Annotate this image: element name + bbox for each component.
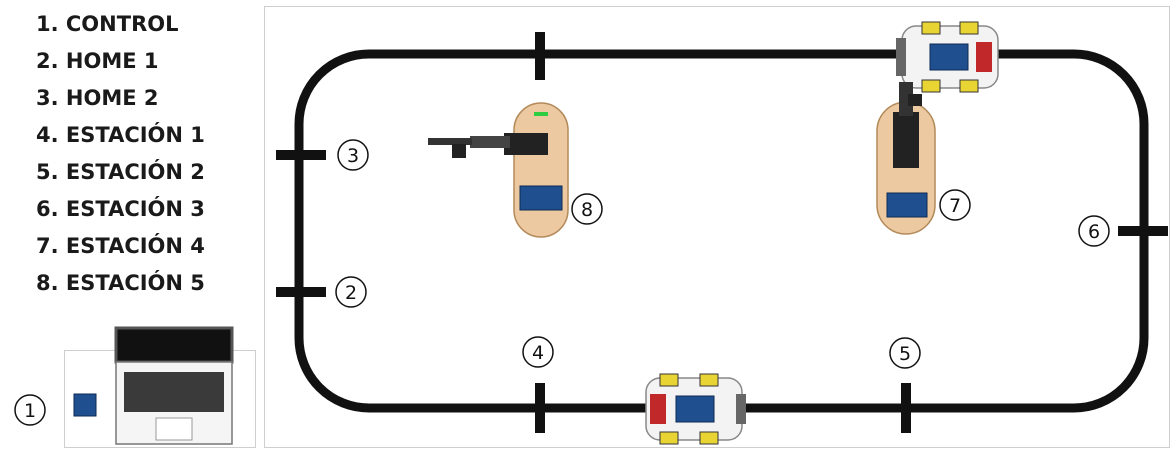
marker-circle-3: 3 xyxy=(338,140,368,170)
marker-circle-8: 8 xyxy=(572,194,602,224)
mobile-robot-icon xyxy=(896,22,998,92)
marker-label-5: 5 xyxy=(899,343,911,365)
marker-label-8: 8 xyxy=(581,199,593,221)
marker-circle-5: 5 xyxy=(890,338,920,368)
marker-label-1: 1 xyxy=(24,400,36,422)
marker-label-3: 3 xyxy=(347,145,359,167)
mobile-robot-icon xyxy=(646,374,746,444)
laptop-icon xyxy=(116,328,232,444)
marker-circle-2: 2 xyxy=(336,277,366,307)
robot-arm-station-icon xyxy=(428,103,568,237)
track-loop xyxy=(299,54,1144,408)
marker-label-7: 7 xyxy=(949,195,961,217)
marker-circle-1: 1 xyxy=(15,395,45,425)
marker-circle-4: 4 xyxy=(523,337,553,367)
marker-label-6: 6 xyxy=(1088,221,1100,243)
marker-circle-6: 6 xyxy=(1079,216,1109,246)
marker-label-4: 4 xyxy=(532,342,544,364)
marker-label-2: 2 xyxy=(345,282,357,304)
robot-arm-station-icon xyxy=(877,82,935,234)
arduino-board-icon xyxy=(74,394,96,416)
marker-circle-7: 7 xyxy=(940,190,970,220)
